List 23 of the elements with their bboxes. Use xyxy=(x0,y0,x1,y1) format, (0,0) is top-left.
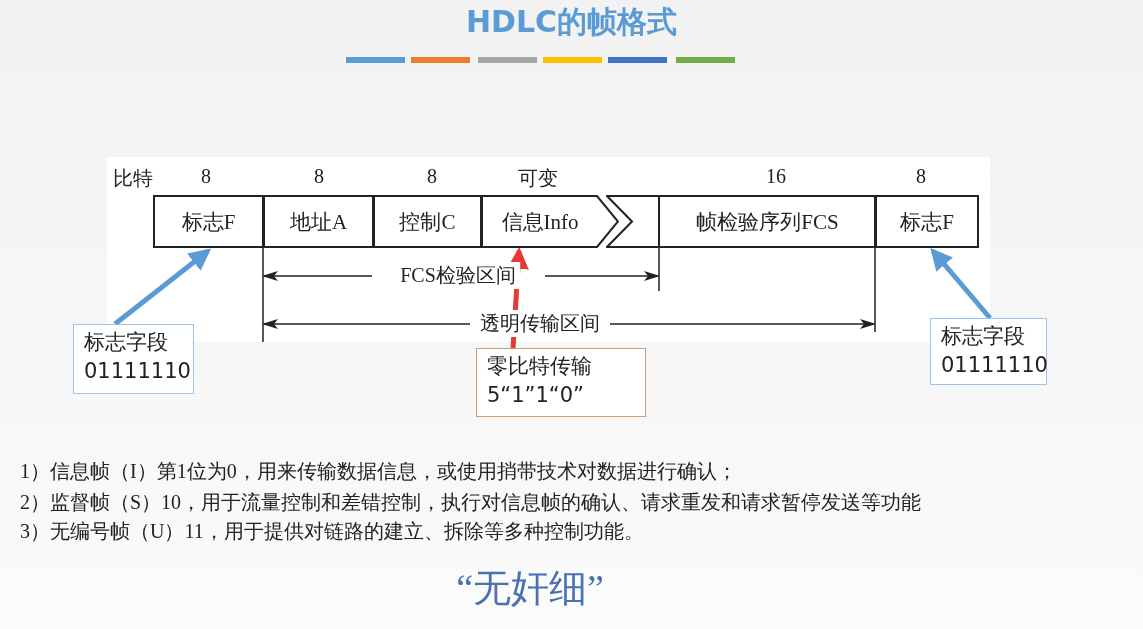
arrow xyxy=(930,247,992,320)
title: HDLC的帧格式 xyxy=(464,3,679,41)
list-item: 1）信息帧（I）第1位为0，用来传输数据信息，或使用捎带技术对数据进行确认； xyxy=(20,459,737,484)
callout-box: 标志字段 01111110 xyxy=(930,318,1047,385)
bit-count: 8 xyxy=(201,165,211,188)
bit-label: 比特 xyxy=(113,166,153,191)
bit-count: 8 xyxy=(427,165,437,188)
frame-field: 标志F xyxy=(153,195,264,248)
bit-count: 可变 xyxy=(518,166,558,191)
arrow xyxy=(113,248,212,326)
callout-box: 零比特传输 5“1”1“0” xyxy=(476,348,646,417)
subtitle: “无奸细” xyxy=(456,566,604,611)
arrow-shaped-field: 信息Info xyxy=(481,195,619,248)
frame-field: 标志F xyxy=(875,195,979,248)
frame-field: 控制C xyxy=(373,195,482,248)
list-item: 2）监督帧（S）10，用于流量控制和差错控制，执行对信息帧的确认、请求重发和请求暂停发送等功能 xyxy=(20,490,922,515)
callout-box: 标志字段 01111110 xyxy=(73,324,194,394)
list-item: 3）无编号帧（U）11，用于提供对链路的建立、拆除等多种控制功能。 xyxy=(20,519,644,544)
frame-field: 地址A xyxy=(263,195,374,248)
bit-count: 8 xyxy=(916,165,926,188)
bit-count: 16 xyxy=(766,165,786,188)
frame-field: 帧检验序列FCS xyxy=(606,195,876,248)
bit-count: 8 xyxy=(314,165,324,188)
